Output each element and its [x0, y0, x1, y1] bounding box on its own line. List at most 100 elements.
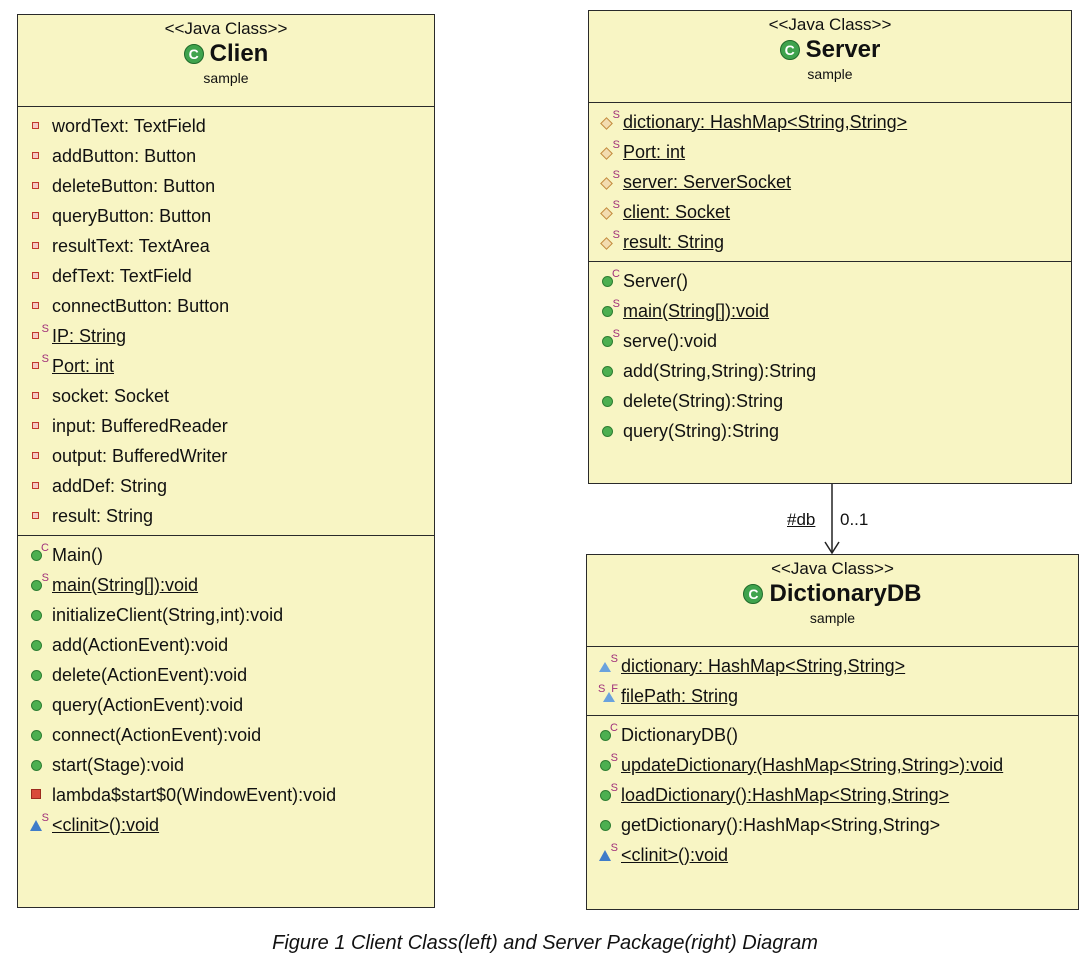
- member-label: socket: Socket: [52, 385, 170, 406]
- static-method-icon: S: [599, 782, 619, 805]
- member-row: addButton: Button: [30, 141, 434, 171]
- static-method-icon: S: [599, 752, 619, 775]
- class-icon: C: [183, 44, 204, 64]
- private-field-icon: [30, 416, 50, 436]
- member-row: socket: Socket: [30, 381, 434, 411]
- member-label: Port: int: [52, 355, 115, 376]
- private-field-icon: [30, 476, 50, 496]
- public-method-icon: [30, 635, 50, 655]
- fields-section: wordText: TextField addButton: Button dele…: [18, 107, 434, 536]
- member-label: loadDictionary():HashMap<String,String>: [621, 784, 950, 805]
- package-label: sample: [809, 610, 856, 626]
- private-field-icon: [30, 206, 50, 226]
- static-field-icon: S: [600, 169, 621, 192]
- static-field-icon: S: [600, 109, 621, 132]
- constructor-icon: C: [601, 268, 621, 291]
- association-multiplicity: 0..1: [840, 510, 869, 529]
- member-label: addButton: Button: [52, 145, 197, 166]
- private-field-icon: [30, 236, 50, 256]
- static-package-method-icon: S: [30, 812, 50, 835]
- member-label: start(Stage):void: [52, 754, 185, 775]
- member-row: add(String,String):String: [601, 356, 1071, 386]
- package-label: sample: [203, 70, 249, 86]
- static-package-field-icon: S: [599, 653, 619, 676]
- public-method-icon: [30, 725, 50, 745]
- member-row: add(ActionEvent):void: [30, 630, 434, 660]
- member-label: delete(String):String: [623, 390, 784, 411]
- private-field-icon: [30, 146, 50, 166]
- static-field-icon: S: [600, 229, 621, 252]
- static-field-icon: S: [600, 199, 621, 222]
- member-label: updateDictionary(HashMap<String,String>)…: [621, 754, 1004, 775]
- private-field-icon: [30, 386, 50, 406]
- private-field-icon: [30, 506, 50, 526]
- member-label: client: Socket: [623, 201, 731, 222]
- static-package-method-icon: S: [599, 842, 619, 865]
- member-label: <clinit>():void: [621, 844, 729, 865]
- member-label: dictionary: HashMap<String,String>: [623, 111, 908, 132]
- member-row: S<clinit>():void: [30, 810, 434, 840]
- public-method-icon: [30, 665, 50, 685]
- static-method-icon: S: [30, 572, 50, 595]
- member-label: delete(ActionEvent):void: [52, 664, 248, 685]
- class-icon: C: [743, 584, 764, 604]
- member-label: query(String):String: [623, 420, 780, 441]
- private-field-icon: [30, 296, 50, 316]
- member-row: start(Stage):void: [30, 750, 434, 780]
- public-method-icon: [601, 361, 621, 381]
- member-label: Main(): [52, 544, 104, 565]
- member-row: queryButton: Button: [30, 201, 434, 231]
- association-arrow: [824, 484, 840, 555]
- member-label: serve():void: [623, 330, 718, 351]
- member-row: query(ActionEvent):void: [30, 690, 434, 720]
- private-field-icon: [30, 176, 50, 196]
- member-label: Server(): [623, 270, 689, 291]
- member-label: result: String: [623, 231, 725, 252]
- member-row: connectButton: Button: [30, 291, 434, 321]
- figure-caption: Figure 1 Client Class(left) and Server P…: [272, 932, 818, 954]
- member-label: dictionary: HashMap<String,String>: [621, 655, 906, 676]
- member-label: connectButton: Button: [52, 295, 230, 316]
- association-role: #db: [787, 510, 816, 529]
- member-row: connect(ActionEvent):void: [30, 720, 434, 750]
- member-label: getDictionary():HashMap<String,String>: [621, 814, 941, 835]
- member-row: lambda$start$0(WindowEvent):void: [30, 780, 434, 810]
- member-row: output: BufferedWriter: [30, 441, 434, 471]
- member-label: filePath: String: [621, 685, 739, 706]
- member-row: initializeClient(String,int):void: [30, 600, 434, 630]
- stereotype-label: <<Java Class>>: [768, 15, 892, 34]
- private-static-field-icon: S: [30, 353, 50, 376]
- member-label: connect(ActionEvent):void: [52, 724, 262, 745]
- member-label: input: BufferedReader: [52, 415, 228, 436]
- stereotype-label: <<Java Class>>: [164, 19, 288, 38]
- member-row: input: BufferedReader: [30, 411, 434, 441]
- private-static-field-icon: S: [30, 323, 50, 346]
- constructor-icon: C: [599, 722, 619, 745]
- member-row: deleteButton: Button: [30, 171, 434, 201]
- member-row: wordText: TextField: [30, 111, 434, 141]
- member-label: main(String[]):void: [623, 300, 770, 321]
